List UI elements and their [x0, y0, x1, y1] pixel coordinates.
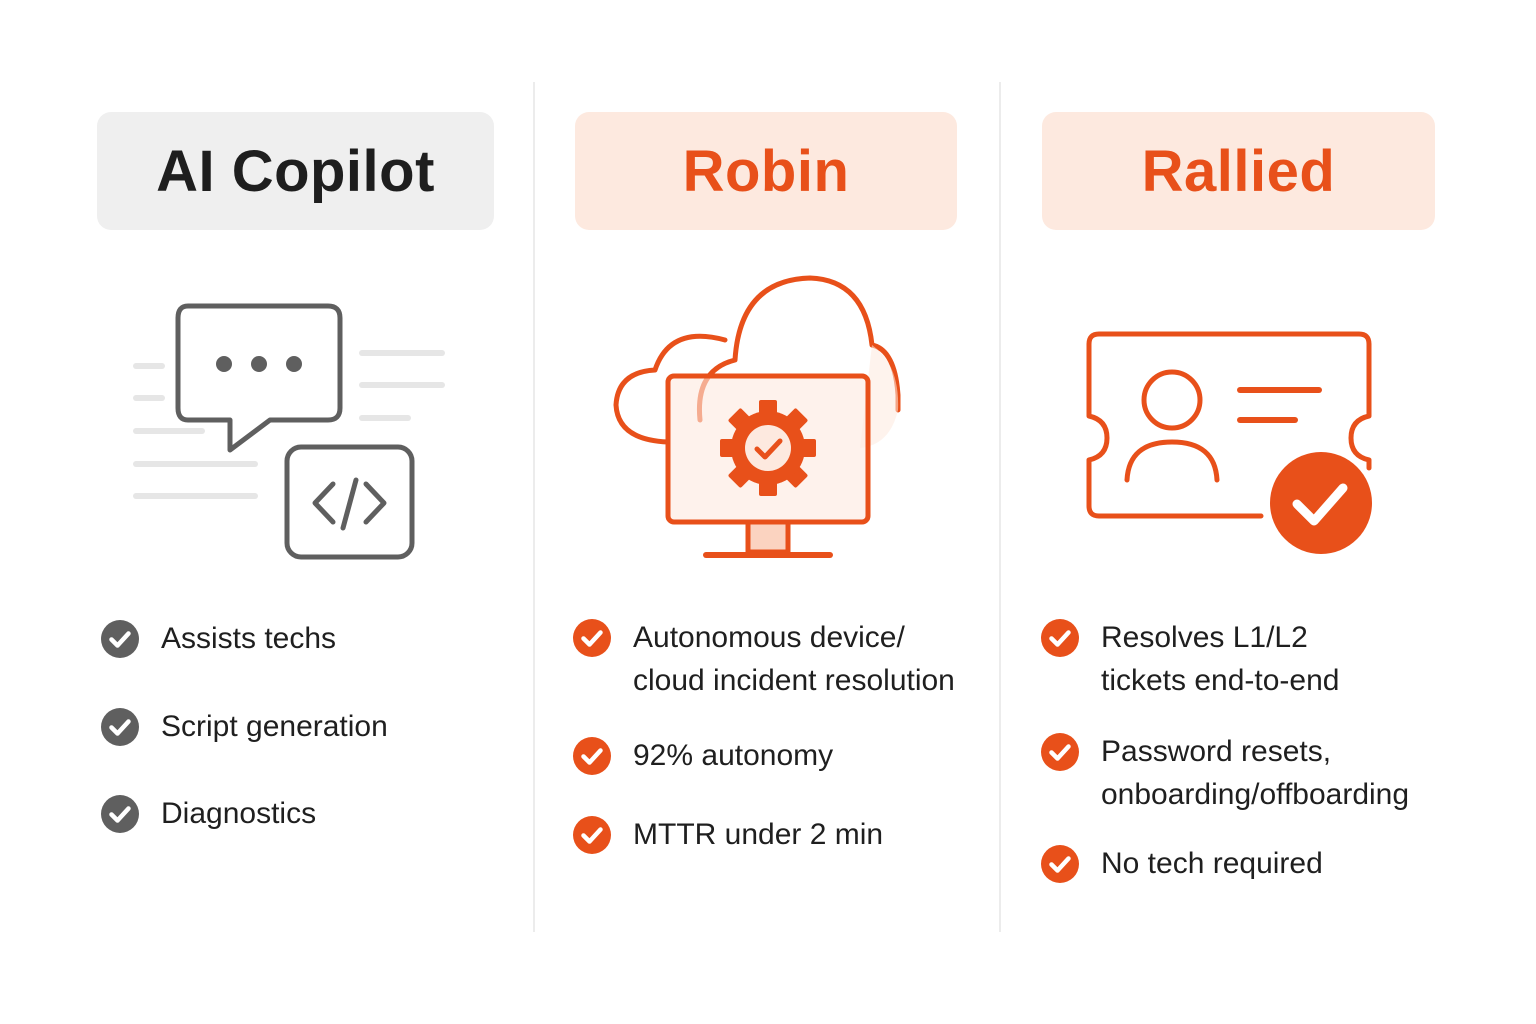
check-icon	[1041, 619, 1079, 657]
check-icon	[573, 619, 611, 657]
feature-label: No tech required	[1101, 847, 1323, 880]
feature-label: Autonomous device/ cloud incident resolu…	[633, 621, 955, 697]
feature-label: Resolves L1/L2 tickets end-to-end	[1101, 621, 1340, 697]
feature-label: Diagnostics	[161, 797, 317, 830]
check-icon	[573, 737, 611, 775]
check-icon	[101, 795, 139, 833]
column-robin: Robin	[535, 0, 999, 1024]
feature-item: Assists techs	[101, 620, 336, 660]
feature-label: MTTR under 2 min	[633, 818, 884, 851]
feature-item: Script generation	[101, 708, 388, 748]
check-icon	[573, 816, 611, 854]
feature-label: 92% autonomy	[633, 739, 834, 772]
check-icon	[101, 708, 139, 746]
column-title: Rallied	[1042, 112, 1435, 230]
ticket-user-check-icon	[1086, 331, 1372, 554]
column-divider	[999, 82, 1001, 932]
feature-item: MTTR under 2 min	[573, 816, 883, 856]
feature-label: Password resets, onboarding/offboarding	[1101, 735, 1410, 811]
feature-item: No tech required	[1041, 845, 1323, 885]
chat-code-icon	[133, 303, 445, 560]
cloud-monitor-gear-icon	[613, 275, 901, 558]
column-title: Robin	[575, 112, 957, 230]
feature-item: Autonomous device/ cloud incident resolu…	[573, 619, 955, 702]
column-ai-copilot: AI Copilot Assists techs	[0, 0, 533, 1024]
column-rallied: Rallied Resolves L1/L2 tickets end-to-en…	[1001, 0, 1536, 1024]
feature-item: Password resets, onboarding/offboarding	[1041, 733, 1409, 816]
column-divider	[533, 82, 535, 932]
check-icon	[1041, 733, 1079, 771]
check-icon	[101, 620, 139, 658]
column-title: AI Copilot	[97, 112, 494, 230]
check-icon	[1041, 845, 1079, 883]
feature-item: 92% autonomy	[573, 737, 833, 777]
feature-item: Resolves L1/L2 tickets end-to-end	[1041, 619, 1339, 702]
feature-item: Diagnostics	[101, 795, 316, 835]
feature-label: Assists techs	[161, 622, 337, 655]
feature-label: Script generation	[161, 710, 388, 743]
